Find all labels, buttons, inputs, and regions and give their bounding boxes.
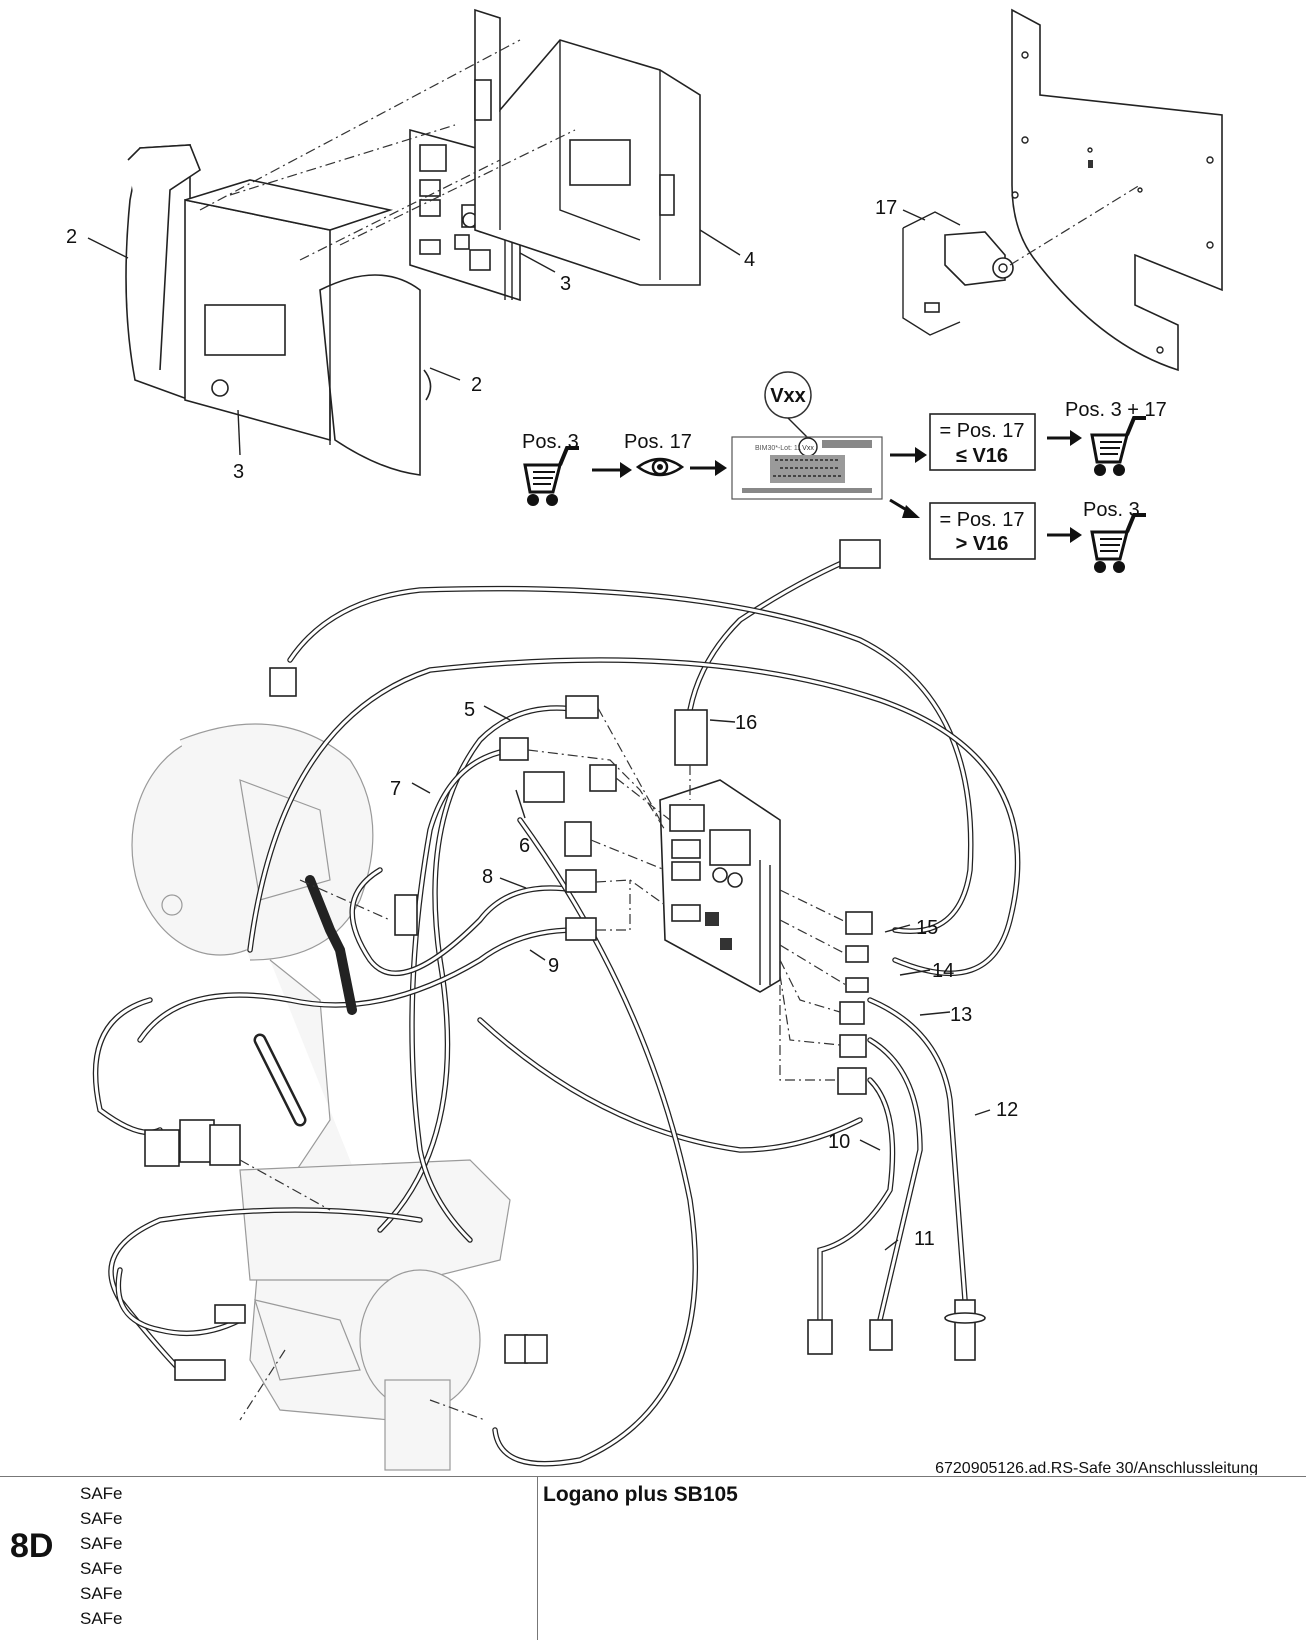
flow-start-label: Pos. 3 [522, 431, 579, 453]
product-title: Logano plus SB105 [543, 1483, 738, 1506]
order-flow: Vxx BIM30*-Lot: 11 Vxx = Pos. 17 ≤ V16 =… [522, 371, 1167, 573]
case-a-line2: ≤ V16 [956, 445, 1008, 467]
case-b-box [929, 502, 1036, 560]
footer: 8D SAFe SAFe SAFe SAFe SAFe SAFe Logano … [0, 1476, 1306, 1640]
case-b-line2: > V16 [956, 533, 1009, 555]
control-unit-housing [125, 8, 701, 476]
callout-11: 11 [914, 1228, 935, 1250]
part-17-sensor-holder [902, 184, 1141, 336]
callout-leaders [87, 209, 991, 1251]
callout-4: 4 [744, 249, 755, 271]
drawing-id: 6720905126.ad.RS-Safe 30/Anschlussleitun… [935, 1460, 1258, 1475]
variant-item: SAFe [80, 1534, 123, 1553]
callout-7: 7 [390, 778, 401, 800]
callout-3-unit: 3 [233, 461, 244, 483]
exploded-parts-diagram: Vxx BIM30*-Lot: 11 Vxx = Pos. 17 ≤ V16 =… [66, 8, 1258, 1475]
version-badge: Vxx [770, 385, 806, 407]
arrow-right-icon [592, 430, 1082, 543]
callout-10: 10 [828, 1131, 850, 1153]
callout-8: 8 [482, 866, 493, 888]
case-b-line1: = Pos. 17 [939, 509, 1024, 531]
shopping-cart-icon [1090, 513, 1146, 573]
flow-check-label: Pos. 17 [624, 431, 692, 453]
case-a-line1: = Pos. 17 [939, 420, 1024, 442]
callout-15: 15 [916, 917, 938, 939]
mounting-plate [1011, 8, 1223, 372]
variant-item: SAFe [80, 1484, 123, 1503]
variant-item: SAFe [80, 1509, 123, 1528]
callout-12: 12 [996, 1099, 1018, 1121]
variant-list: SAFe SAFe SAFe SAFe SAFe SAFe [80, 1481, 123, 1631]
eye-icon [635, 457, 685, 477]
callout-5: 5 [464, 699, 475, 721]
callout-3-board: 3 [560, 273, 571, 295]
variant-item: SAFe [80, 1559, 123, 1578]
variant-item: SAFe [80, 1609, 123, 1628]
callout-16: 16 [735, 712, 757, 734]
case-a-box [929, 413, 1036, 471]
callout-2-right: 2 [471, 374, 482, 396]
callout-13: 13 [950, 1004, 972, 1026]
case-b-result: Pos. 3 [1083, 499, 1140, 521]
callout-17: 17 [875, 197, 897, 219]
case-a-result: Pos. 3 + 17 [1065, 399, 1167, 421]
type-label-badge: Vxx [802, 445, 814, 452]
callout-numbers: 2 2 3 3 4 17 5 6 7 8 9 10 11 12 13 14 15… [66, 197, 1018, 1250]
callout-6: 6 [519, 835, 530, 857]
variant-item: SAFe [80, 1584, 123, 1603]
shopping-cart-icon [1090, 416, 1146, 476]
shopping-cart-icon [523, 446, 579, 506]
footer-divider [537, 1477, 538, 1640]
type-label-text: BIM30*-Lot: 11 [755, 445, 801, 452]
cable-harness [92, 539, 1021, 1467]
callout-14: 14 [932, 960, 954, 982]
burner-body [131, 667, 548, 1471]
control-pcb [659, 779, 781, 993]
callout-9: 9 [548, 955, 559, 977]
section-id: 8D [10, 1527, 54, 1565]
callout-2-left: 2 [66, 226, 77, 248]
